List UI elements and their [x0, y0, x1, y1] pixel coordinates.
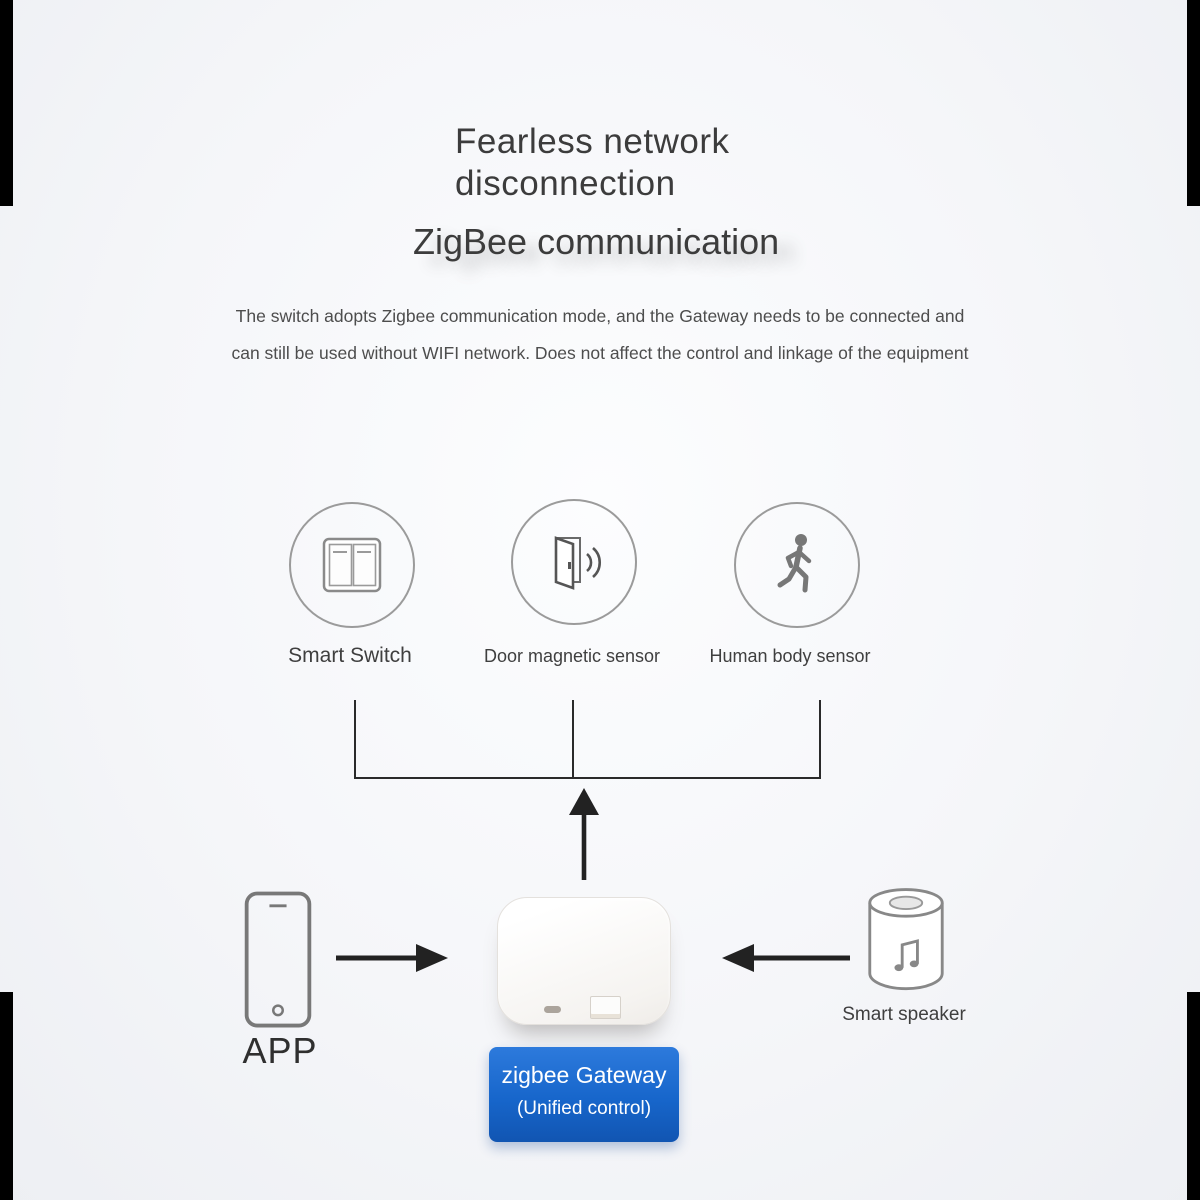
description-line-2: can still be used without WIFI network. … — [231, 343, 969, 363]
edge-bar-bottom-left — [0, 992, 13, 1200]
edge-bar-top-left — [0, 0, 13, 206]
human-sensor-label: Human body sensor — [709, 646, 871, 666]
smart-switch-label: Smart Switch — [288, 644, 412, 667]
connector-drop-smart-switch — [354, 700, 356, 777]
gateway-network-port — [590, 996, 621, 1019]
gateway-badge-line-1: zigbee Gateway — [501, 1062, 667, 1088]
gateway-badge: zigbee Gateway (Unified control) — [489, 1047, 679, 1142]
device-circle-door-sensor — [511, 499, 637, 625]
app-label: APP — [242, 1030, 318, 1071]
description: The switch adopts Zigbee communication m… — [120, 298, 1080, 372]
door-magnetic-sensor-icon — [554, 536, 602, 590]
smart-switch-icon — [322, 537, 382, 593]
description-line-1: The switch adopts Zigbee communication m… — [235, 306, 965, 326]
connector-drop-door-sensor — [572, 700, 574, 777]
speaker-label: Smart speaker — [842, 1004, 966, 1025]
device-circle-smart-switch — [289, 502, 415, 628]
connector-drop-human-sensor — [819, 700, 821, 777]
smartphone-icon — [244, 891, 312, 1028]
gateway-badge-line-2: (Unified control) — [516, 1098, 652, 1119]
edge-bar-top-right — [1187, 0, 1200, 206]
title-line-1: Fearless network — [455, 122, 730, 161]
title-line-2: disconnection — [455, 164, 676, 203]
subtitle: ZigBee communication — [413, 221, 780, 262]
human-body-sensor-icon — [777, 534, 812, 593]
door-sensor-label: Door magnetic sensor — [483, 646, 661, 666]
gateway-usb-port — [544, 1006, 561, 1013]
edge-bar-bottom-right — [1187, 992, 1200, 1200]
device-circle-human-sensor — [734, 502, 860, 628]
connector-line-horizontal — [354, 777, 821, 779]
arrow-up-icon — [569, 788, 599, 880]
zigbee-gateway-device — [497, 897, 671, 1025]
arrow-right-icon — [336, 944, 448, 972]
arrow-left-icon — [722, 944, 850, 972]
smart-speaker-icon — [868, 888, 944, 991]
